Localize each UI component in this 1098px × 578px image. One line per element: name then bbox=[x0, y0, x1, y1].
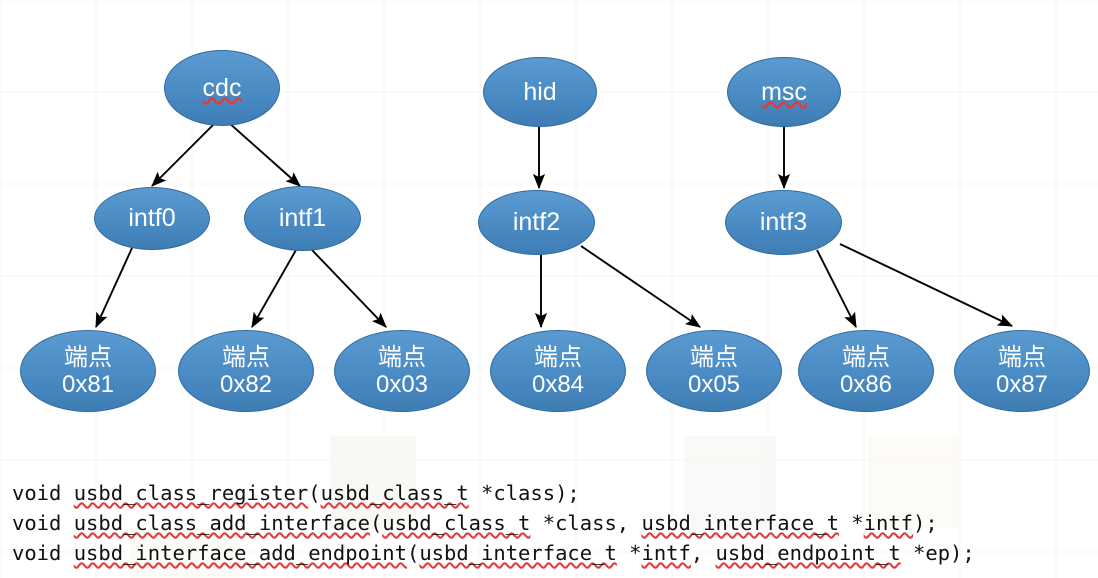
code-text: * bbox=[616, 541, 642, 565]
node-label: 端点 bbox=[998, 344, 1046, 372]
edge-cdc-to-intf1 bbox=[227, 121, 301, 187]
code-identifier: usbd_interface_add_endpoint bbox=[73, 541, 407, 565]
code-identifier: usbd_class_register bbox=[73, 481, 309, 505]
node-hid[interactable]: hid bbox=[483, 57, 597, 127]
node-label: intf3 bbox=[759, 208, 808, 237]
code-text: void bbox=[12, 541, 74, 565]
node-address: 0x87 bbox=[995, 370, 1049, 398]
code-text: , bbox=[690, 541, 716, 565]
node-address: 0x05 bbox=[687, 370, 741, 398]
node-address: 0x86 bbox=[839, 370, 893, 398]
node-address: 0x03 bbox=[375, 370, 429, 398]
node-label: intf2 bbox=[512, 208, 561, 237]
code-line-2: void usbd_class_add_interface(usbd_class… bbox=[12, 508, 1092, 538]
code-text: *ep); bbox=[900, 541, 975, 565]
edge-intf1-to-ep82 bbox=[251, 249, 297, 328]
node-label: 端点 bbox=[378, 344, 426, 372]
code-text: ( bbox=[406, 541, 420, 565]
code-text: * bbox=[838, 511, 864, 535]
node-cdc[interactable]: cdc bbox=[164, 50, 280, 126]
code-text: ( bbox=[369, 511, 383, 535]
node-intf2[interactable]: intf2 bbox=[478, 190, 595, 255]
code-identifier: usbd_class_t bbox=[382, 511, 531, 535]
code-text: ); bbox=[913, 511, 938, 535]
code-line-3: void usbd_interface_add_endpoint(usbd_in… bbox=[12, 538, 1092, 568]
node-address: 0x84 bbox=[531, 370, 585, 398]
node-intf1[interactable]: intf1 bbox=[244, 186, 361, 251]
node-address: 0x82 bbox=[219, 370, 273, 398]
code-identifier: usbd_interface_t bbox=[641, 511, 839, 535]
code-identifier: usbd_class_t bbox=[320, 481, 469, 505]
edge-cdc-to-intf0 bbox=[151, 121, 217, 187]
code-text: void bbox=[12, 511, 74, 535]
node-label: hid bbox=[523, 77, 557, 106]
code-identifier: intf bbox=[863, 511, 914, 535]
node-label: 端点 bbox=[64, 344, 112, 372]
node-msc[interactable]: msc bbox=[727, 57, 841, 127]
edge-intf3-to-ep87 bbox=[839, 243, 1014, 327]
edge-intf2-to-ep05 bbox=[580, 245, 701, 328]
node-label: 端点 bbox=[534, 344, 582, 372]
node-label: 端点 bbox=[690, 344, 738, 372]
node-label: intf0 bbox=[128, 204, 176, 233]
code-line-1: void usbd_class_register(usbd_class_t *c… bbox=[12, 478, 1092, 508]
node-label: cdc bbox=[202, 73, 242, 102]
node-intf0[interactable]: intf0 bbox=[94, 187, 210, 250]
node-label: 端点 bbox=[842, 344, 890, 372]
code-identifier: usbd_endpoint_t bbox=[715, 541, 901, 565]
node-intf3[interactable]: intf3 bbox=[725, 190, 842, 255]
code-identifier: usbd_class_add_interface bbox=[73, 511, 370, 535]
code-text: *class); bbox=[468, 481, 580, 505]
code-block: void usbd_class_register(usbd_class_t *c… bbox=[12, 478, 1092, 568]
edge-intf3-to-ep86 bbox=[816, 249, 857, 329]
code-text: void bbox=[12, 481, 74, 505]
code-identifier: usbd_interface_t bbox=[419, 541, 617, 565]
code-text: ( bbox=[308, 481, 321, 505]
edges-layer bbox=[95, 121, 1014, 329]
code-identifier: intf bbox=[641, 541, 691, 565]
node-label: 端点 bbox=[222, 344, 270, 372]
node-label: msc bbox=[761, 77, 807, 106]
edge-intf1-to-ep03 bbox=[311, 249, 387, 328]
node-label: intf1 bbox=[278, 204, 327, 233]
node-address: 0x81 bbox=[61, 370, 115, 398]
edge-intf0-to-ep81 bbox=[95, 247, 133, 329]
code-text: *class, bbox=[530, 511, 642, 535]
